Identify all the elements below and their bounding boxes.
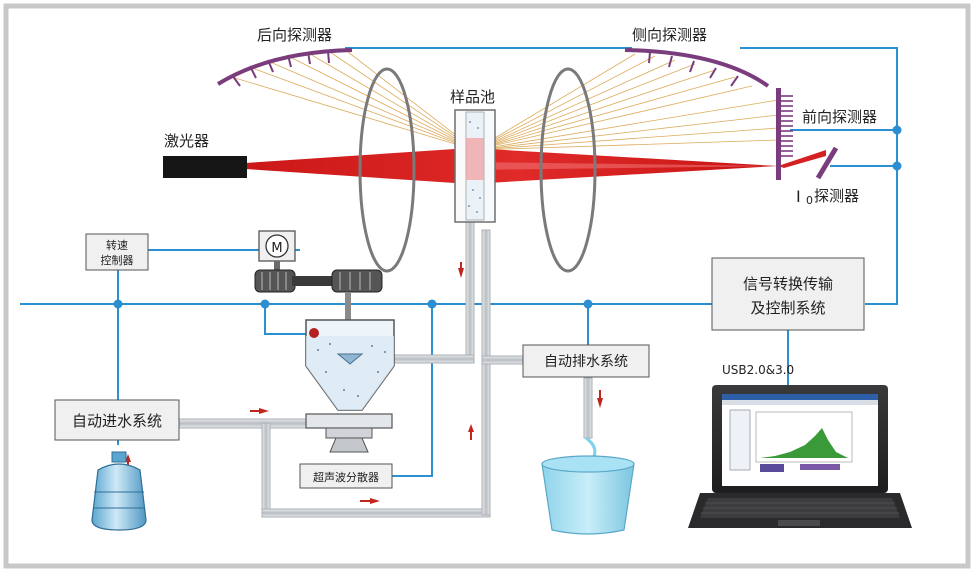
back-detector	[216, 48, 353, 87]
auto-inlet-box	[54, 399, 180, 441]
label-signal-line1: 信号转换传输	[743, 275, 833, 293]
signal-system-box	[711, 257, 865, 331]
lens-ring-right	[539, 67, 597, 273]
label-sample-cell: 样品池	[450, 88, 495, 106]
sample-cell	[454, 109, 496, 223]
water-bottle	[91, 451, 147, 531]
label-i0-subscript: 0	[806, 194, 813, 207]
i0-detector	[815, 146, 839, 180]
label-auto-inlet: 自动进水系统	[72, 412, 162, 430]
label-back-detector: 后向探测器	[257, 26, 332, 44]
scatter-rays	[234, 51, 779, 151]
label-front-detector: 前向探测器	[802, 108, 877, 126]
outer-border	[3, 3, 971, 569]
label-usb: USB2.0&3.0	[722, 363, 794, 377]
side-detector	[624, 48, 770, 88]
auto-drain-box	[522, 344, 650, 378]
label-i0-letter: I	[796, 187, 801, 206]
water-pipes	[177, 221, 593, 518]
label-motor: M	[271, 241, 282, 256]
label-side-detector: 侧向探测器	[632, 26, 707, 44]
label-signal-line2: 及控制系统	[750, 299, 825, 317]
dispersion-tank	[305, 319, 395, 453]
label-ultrasonic: 超声波分散器	[313, 470, 379, 484]
ultrasonic-box	[299, 463, 393, 489]
label-i0-detector: 探测器	[814, 187, 859, 205]
speed-controller-box	[85, 233, 149, 271]
front-detector	[776, 88, 793, 180]
label-laser: 激光器	[164, 132, 209, 150]
bucket	[541, 436, 635, 535]
laptop	[688, 385, 912, 528]
label-speed-line1: 转速	[106, 238, 128, 252]
label-auto-drain: 自动排水系统	[544, 354, 628, 370]
wire-junctions	[113, 125, 902, 309]
lens-ring-left	[358, 67, 416, 273]
motor	[258, 230, 296, 271]
laser-source	[163, 156, 247, 178]
label-speed-line2: 控制器	[101, 253, 134, 267]
